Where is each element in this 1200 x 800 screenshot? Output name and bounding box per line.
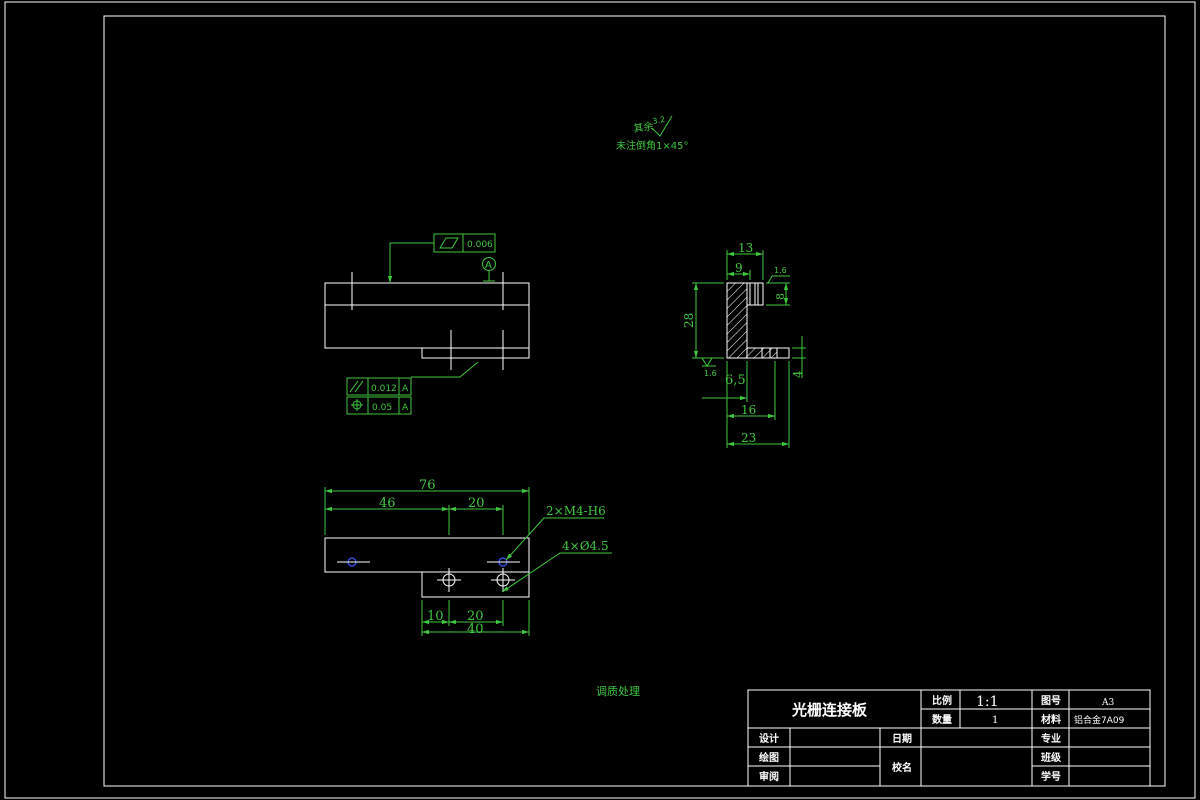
title-block-frame bbox=[747, 689, 1151, 787]
dim-6-5: 6,5 bbox=[725, 373, 746, 388]
position-icon bbox=[351, 399, 363, 411]
position-datum: A bbox=[402, 403, 409, 413]
designer-label: 设计 bbox=[759, 732, 779, 745]
position-tolerance: 0.05 bbox=[372, 403, 392, 413]
flatness-frame: 0.006 bbox=[387, 233, 496, 283]
thread-callout: 2×M4-H6 bbox=[546, 504, 606, 518]
major-label: 专业 bbox=[1041, 732, 1061, 745]
dim-76: 76 bbox=[419, 478, 436, 493]
side-view-dimensions: 13 9 28 8 1.6 4 1.6 6,5 16 bbox=[682, 241, 806, 448]
part-name: 光栅连接板 bbox=[791, 701, 868, 719]
title-block: 光栅连接板 比例 1:1 图号 A3 数量 1 材料 铝合金7A09 设计 日期… bbox=[747, 689, 1151, 787]
dim-20-top: 20 bbox=[468, 496, 485, 511]
drafter-label: 绘图 bbox=[759, 751, 779, 764]
scale-value: 1:1 bbox=[976, 694, 999, 710]
roughness-value-text: 3.2 bbox=[652, 115, 666, 126]
quantity-value: 1 bbox=[992, 715, 998, 726]
sheet-inner-border bbox=[103, 15, 1166, 787]
school-label: 校名 bbox=[892, 761, 912, 774]
parallel-box bbox=[346, 377, 412, 396]
side-view bbox=[726, 282, 790, 359]
side-hole-detail bbox=[749, 282, 764, 306]
flatness-icon bbox=[439, 237, 459, 249]
fcf-leader bbox=[411, 361, 479, 378]
roughness-other-text: 其余 bbox=[633, 119, 655, 135]
dim-4: 4 bbox=[791, 370, 805, 378]
flatness-leader bbox=[387, 242, 434, 283]
material-label: 材料 bbox=[1041, 713, 1061, 726]
dim-40: 40 bbox=[467, 622, 484, 637]
sheet-outer-border bbox=[4, 1, 1196, 799]
class-label: 班级 bbox=[1041, 751, 1062, 764]
roughness-bottom: 1.6 bbox=[704, 369, 717, 378]
parallel-tolerance: 0.012 bbox=[371, 384, 397, 394]
hole-callout: 4×Ø4.5 bbox=[562, 539, 609, 553]
parallel-icon bbox=[349, 380, 364, 393]
dim-23: 23 bbox=[741, 431, 756, 445]
chamfer-note: 未注倒角1×45° bbox=[616, 139, 688, 152]
top-view-dimensions: 76 46 20 2×M4-H6 4×Ø4.5 10 20 40 bbox=[324, 478, 612, 637]
roughness-symbol bbox=[651, 115, 673, 137]
front-view bbox=[324, 272, 530, 370]
dim-13: 13 bbox=[738, 241, 753, 255]
datum-letter: A bbox=[485, 260, 492, 271]
roughness-bottom-symbol bbox=[701, 357, 716, 367]
student-no-label: 学号 bbox=[1041, 770, 1061, 783]
dim-10: 10 bbox=[427, 609, 444, 624]
top-view bbox=[324, 537, 530, 598]
thread-callout-leader bbox=[505, 517, 604, 561]
dim-16: 16 bbox=[741, 403, 756, 417]
flatness-tolerance: 0.006 bbox=[467, 240, 493, 250]
quantity-label: 数量 bbox=[932, 713, 952, 726]
date-label: 日期 bbox=[892, 732, 912, 745]
section-web-hatch bbox=[726, 282, 748, 359]
flatness-box bbox=[433, 233, 496, 253]
material-value: 铝合金7A09 bbox=[1074, 714, 1125, 726]
scale-label: 比例 bbox=[932, 694, 952, 707]
drawing-no-label: 图号 bbox=[1041, 695, 1061, 707]
front-view-outline bbox=[324, 282, 530, 359]
parallel-datum: A bbox=[402, 384, 409, 394]
reviewer-label: 审阅 bbox=[759, 770, 779, 783]
dim-9: 9 bbox=[735, 261, 743, 275]
dim-46: 46 bbox=[379, 496, 396, 511]
parallel-position-frame: 0.012 A 0.05 A bbox=[346, 361, 479, 415]
position-box bbox=[346, 396, 412, 415]
dim-20-bottom: 20 bbox=[467, 609, 484, 624]
hole-callout-leader bbox=[501, 552, 612, 593]
top-view-outline bbox=[324, 537, 530, 598]
roughness-top: 1.6 bbox=[774, 266, 787, 275]
datum-a-symbol: A bbox=[482, 257, 496, 282]
dim-8: 8 bbox=[774, 293, 787, 300]
roughness-note: 其余 3.2 未注倒角1×45° bbox=[616, 115, 688, 152]
heat-treatment-note: 调质处理 bbox=[596, 685, 640, 698]
drawing-no-value: A3 bbox=[1101, 698, 1114, 708]
roughness-leader bbox=[767, 275, 790, 284]
dim-28: 28 bbox=[682, 313, 696, 328]
